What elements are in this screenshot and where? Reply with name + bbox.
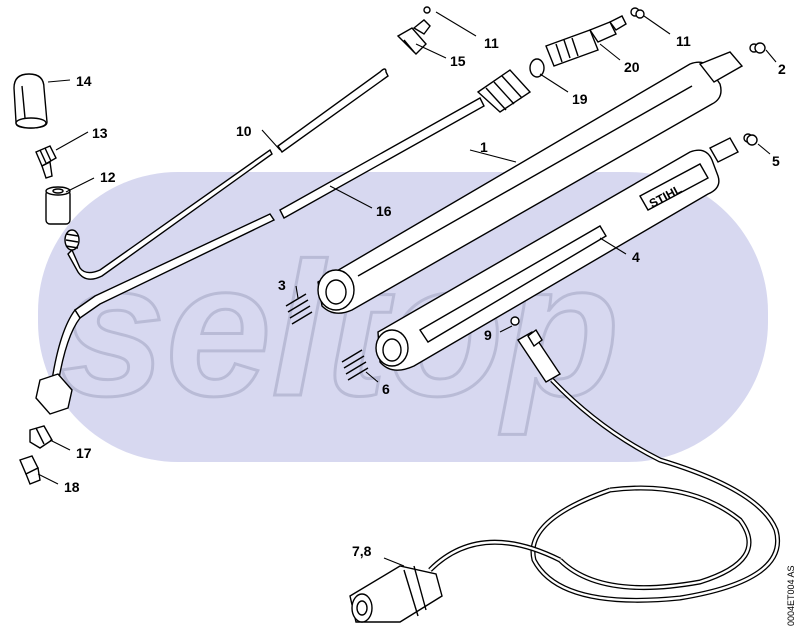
callout-10: 10 bbox=[236, 123, 252, 139]
callout-16: 16 bbox=[376, 203, 392, 219]
callout-2: 2 bbox=[778, 61, 786, 77]
part-19-o-ring bbox=[529, 58, 545, 78]
callout-11-right: 11 bbox=[676, 33, 691, 49]
callout-19: 19 bbox=[572, 91, 588, 107]
small-o-rings bbox=[635, 9, 766, 146]
drawing-code: 0004ET004 AS bbox=[786, 565, 796, 626]
part-12-sleeve bbox=[45, 186, 71, 225]
callout-11-top: 11 bbox=[484, 35, 499, 51]
part-18-fitting bbox=[19, 455, 41, 485]
part-9-o-ring bbox=[510, 316, 520, 326]
callout-14: 14 bbox=[76, 73, 92, 89]
callout-4: 4 bbox=[632, 249, 640, 265]
part-1-gun-upper-shell bbox=[317, 43, 759, 314]
part-10-angled-lance bbox=[64, 68, 389, 280]
part-15-nozzle bbox=[396, 6, 431, 55]
callout-6: 6 bbox=[382, 381, 390, 397]
callout-9: 9 bbox=[484, 327, 492, 343]
callout-7-8: 7,8 bbox=[352, 543, 372, 559]
part-20-adapter bbox=[545, 7, 640, 67]
part-16-straight-lance bbox=[51, 69, 532, 386]
part-7-8-hose-assembly bbox=[349, 328, 780, 623]
callout-18: 18 bbox=[64, 479, 80, 495]
callout-1: 1 bbox=[480, 139, 488, 155]
part-14-end-cap bbox=[13, 73, 48, 129]
part-6-spring bbox=[341, 349, 369, 381]
callout-labels: 11 15 11 20 19 2 5 1 10 16 4 3 6 9 14 13… bbox=[64, 33, 786, 559]
part-4-gun-lower-shell: STIHL bbox=[375, 133, 753, 371]
part-17-nut bbox=[29, 373, 73, 449]
callout-15: 15 bbox=[450, 53, 466, 69]
callout-17: 17 bbox=[76, 445, 92, 461]
callout-13: 13 bbox=[92, 125, 108, 141]
callout-12: 12 bbox=[100, 169, 116, 185]
part-3-spring bbox=[285, 293, 313, 325]
callout-3: 3 bbox=[278, 277, 286, 293]
leader-lines bbox=[37, 11, 777, 567]
part-13-nozzle bbox=[35, 145, 57, 179]
callout-5: 5 bbox=[772, 153, 780, 169]
callout-20: 20 bbox=[624, 59, 640, 75]
